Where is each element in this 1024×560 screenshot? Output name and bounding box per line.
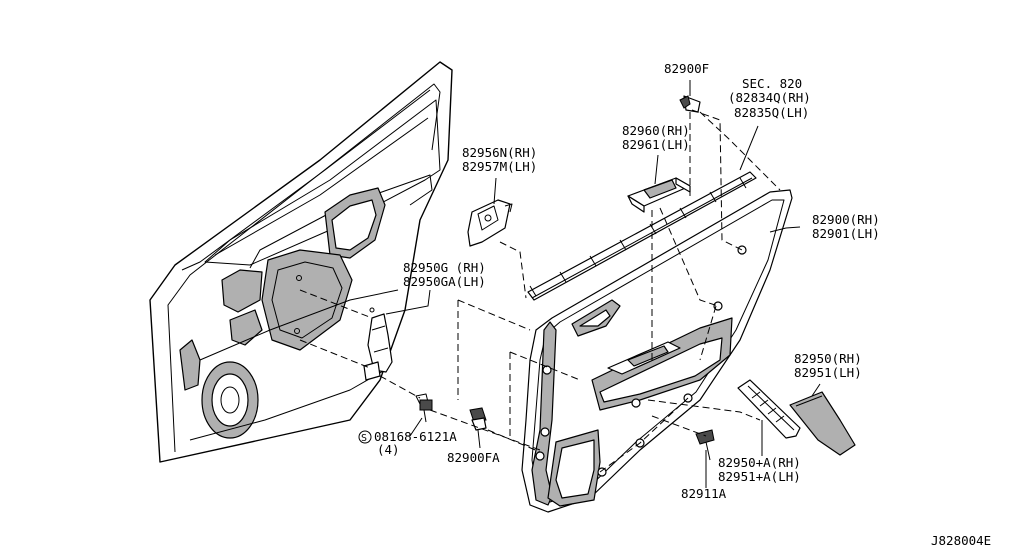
clip-82900fa	[469, 407, 487, 431]
label-82835q: 82835Q(LH)	[734, 105, 809, 120]
label-08168: 08168-6121A	[374, 429, 457, 444]
label-quantity: (4)	[377, 442, 400, 457]
switch-82960	[627, 177, 691, 213]
label-82961: 82961(LH)	[622, 137, 690, 152]
label-82957m: 82957M(LH)	[462, 159, 537, 174]
label-82956n: 82956N(RH)	[462, 145, 537, 160]
door-trim-82900	[521, 189, 793, 513]
screw-82911a	[695, 429, 715, 461]
leader-lines	[385, 80, 821, 488]
weatherstrip-82834q	[527, 171, 757, 301]
label-82950g: 82950G (RH)	[403, 260, 486, 275]
label-82951: 82951(LH)	[794, 365, 862, 380]
clip-82900f	[679, 95, 701, 113]
diagram-code: J828004E	[931, 533, 991, 548]
label-82911a: 82911A	[681, 486, 727, 501]
bracket-82950g	[363, 313, 393, 381]
screw-08168	[415, 393, 433, 423]
door-inner-panel	[149, 61, 453, 463]
label-82901: 82901(LH)	[812, 226, 880, 241]
label-82951a: 82951+A(LH)	[718, 469, 801, 484]
bracket-82956n	[467, 199, 513, 247]
label-82950a: 82950+A(RH)	[718, 455, 801, 470]
label-82900: 82900(RH)	[812, 212, 880, 227]
label-82950: 82950(RH)	[794, 351, 862, 366]
label-82960: 82960(RH)	[622, 123, 690, 138]
bracket-82950a	[737, 379, 801, 439]
label-82950ga: 82950GA(LH)	[403, 274, 486, 289]
s-symbol-circle	[358, 430, 372, 444]
label-82900fa: 82900FA	[447, 450, 500, 465]
label-82834q: (82834Q(RH)	[728, 90, 811, 105]
armrest-82950	[789, 391, 856, 456]
label-sec-820: SEC. 820	[742, 76, 802, 91]
callout-labels: 82900F SEC. 820 (82834Q(RH) 82835Q(LH) 8…	[358, 61, 991, 548]
s-symbol-letter: S	[361, 433, 367, 444]
label-82900f: 82900F	[664, 61, 709, 76]
assembly-lines	[299, 109, 781, 473]
